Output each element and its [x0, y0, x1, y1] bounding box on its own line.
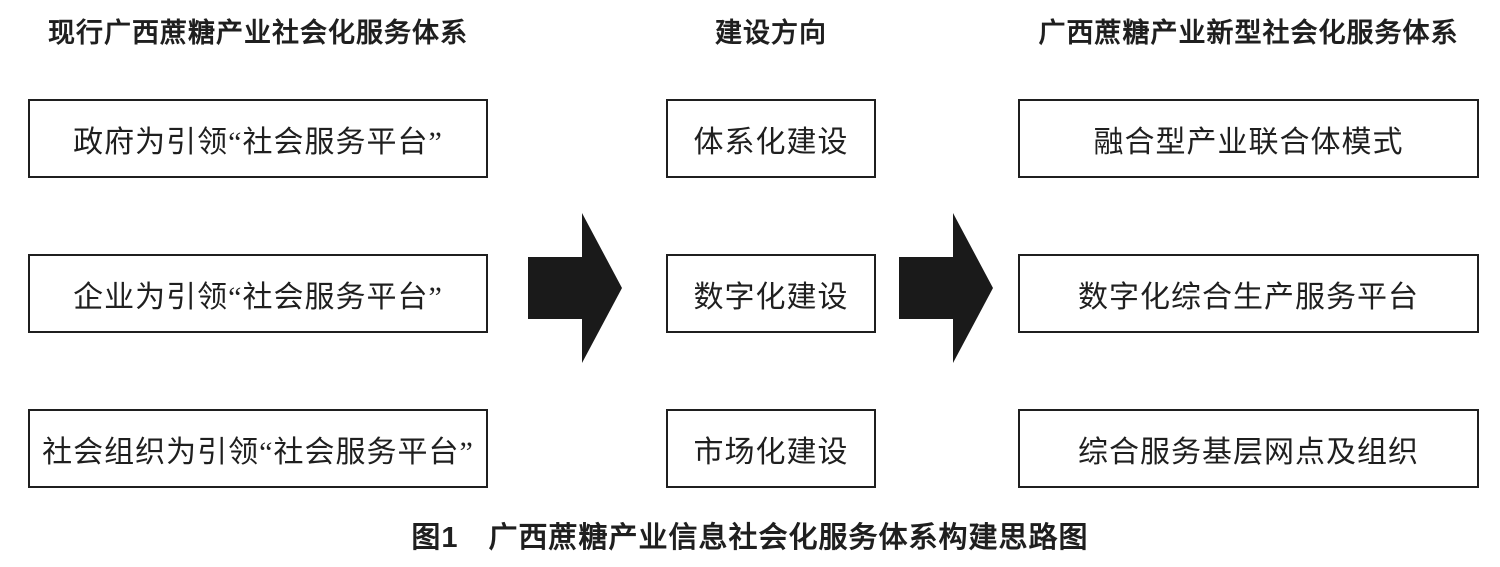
flow-box-social-org-platform: 社会组织为引领“社会服务平台” [28, 409, 488, 488]
flow-box-government-platform: 政府为引领“社会服务平台” [28, 99, 488, 178]
flow-box-grassroots-service-network: 综合服务基层网点及组织 [1018, 409, 1479, 488]
column-header-new-system: 广西蔗糖产业新型社会化服务体系 [1038, 17, 1459, 48]
flow-box-enterprise-platform: 企业为引领“社会服务平台” [28, 254, 488, 333]
flow-box-market-construction: 市场化建设 [666, 409, 876, 488]
figure-caption: 图1 广西蔗糖产业信息社会化服务体系构建思路图 [411, 522, 1089, 554]
flow-box-digital-construction: 数字化建设 [666, 254, 876, 333]
flow-box-digital-production-platform: 数字化综合生产服务平台 [1018, 254, 1479, 333]
right-arrow-icon [899, 213, 993, 363]
flow-box-systematic-construction: 体系化建设 [666, 99, 876, 178]
flow-box-integrated-consortium-model: 融合型产业联合体模式 [1018, 99, 1479, 178]
column-header-current-system: 现行广西蔗糖产业社会化服务体系 [48, 17, 468, 48]
column-header-construction-direction: 建设方向 [715, 17, 827, 48]
right-arrow-icon [528, 213, 622, 363]
